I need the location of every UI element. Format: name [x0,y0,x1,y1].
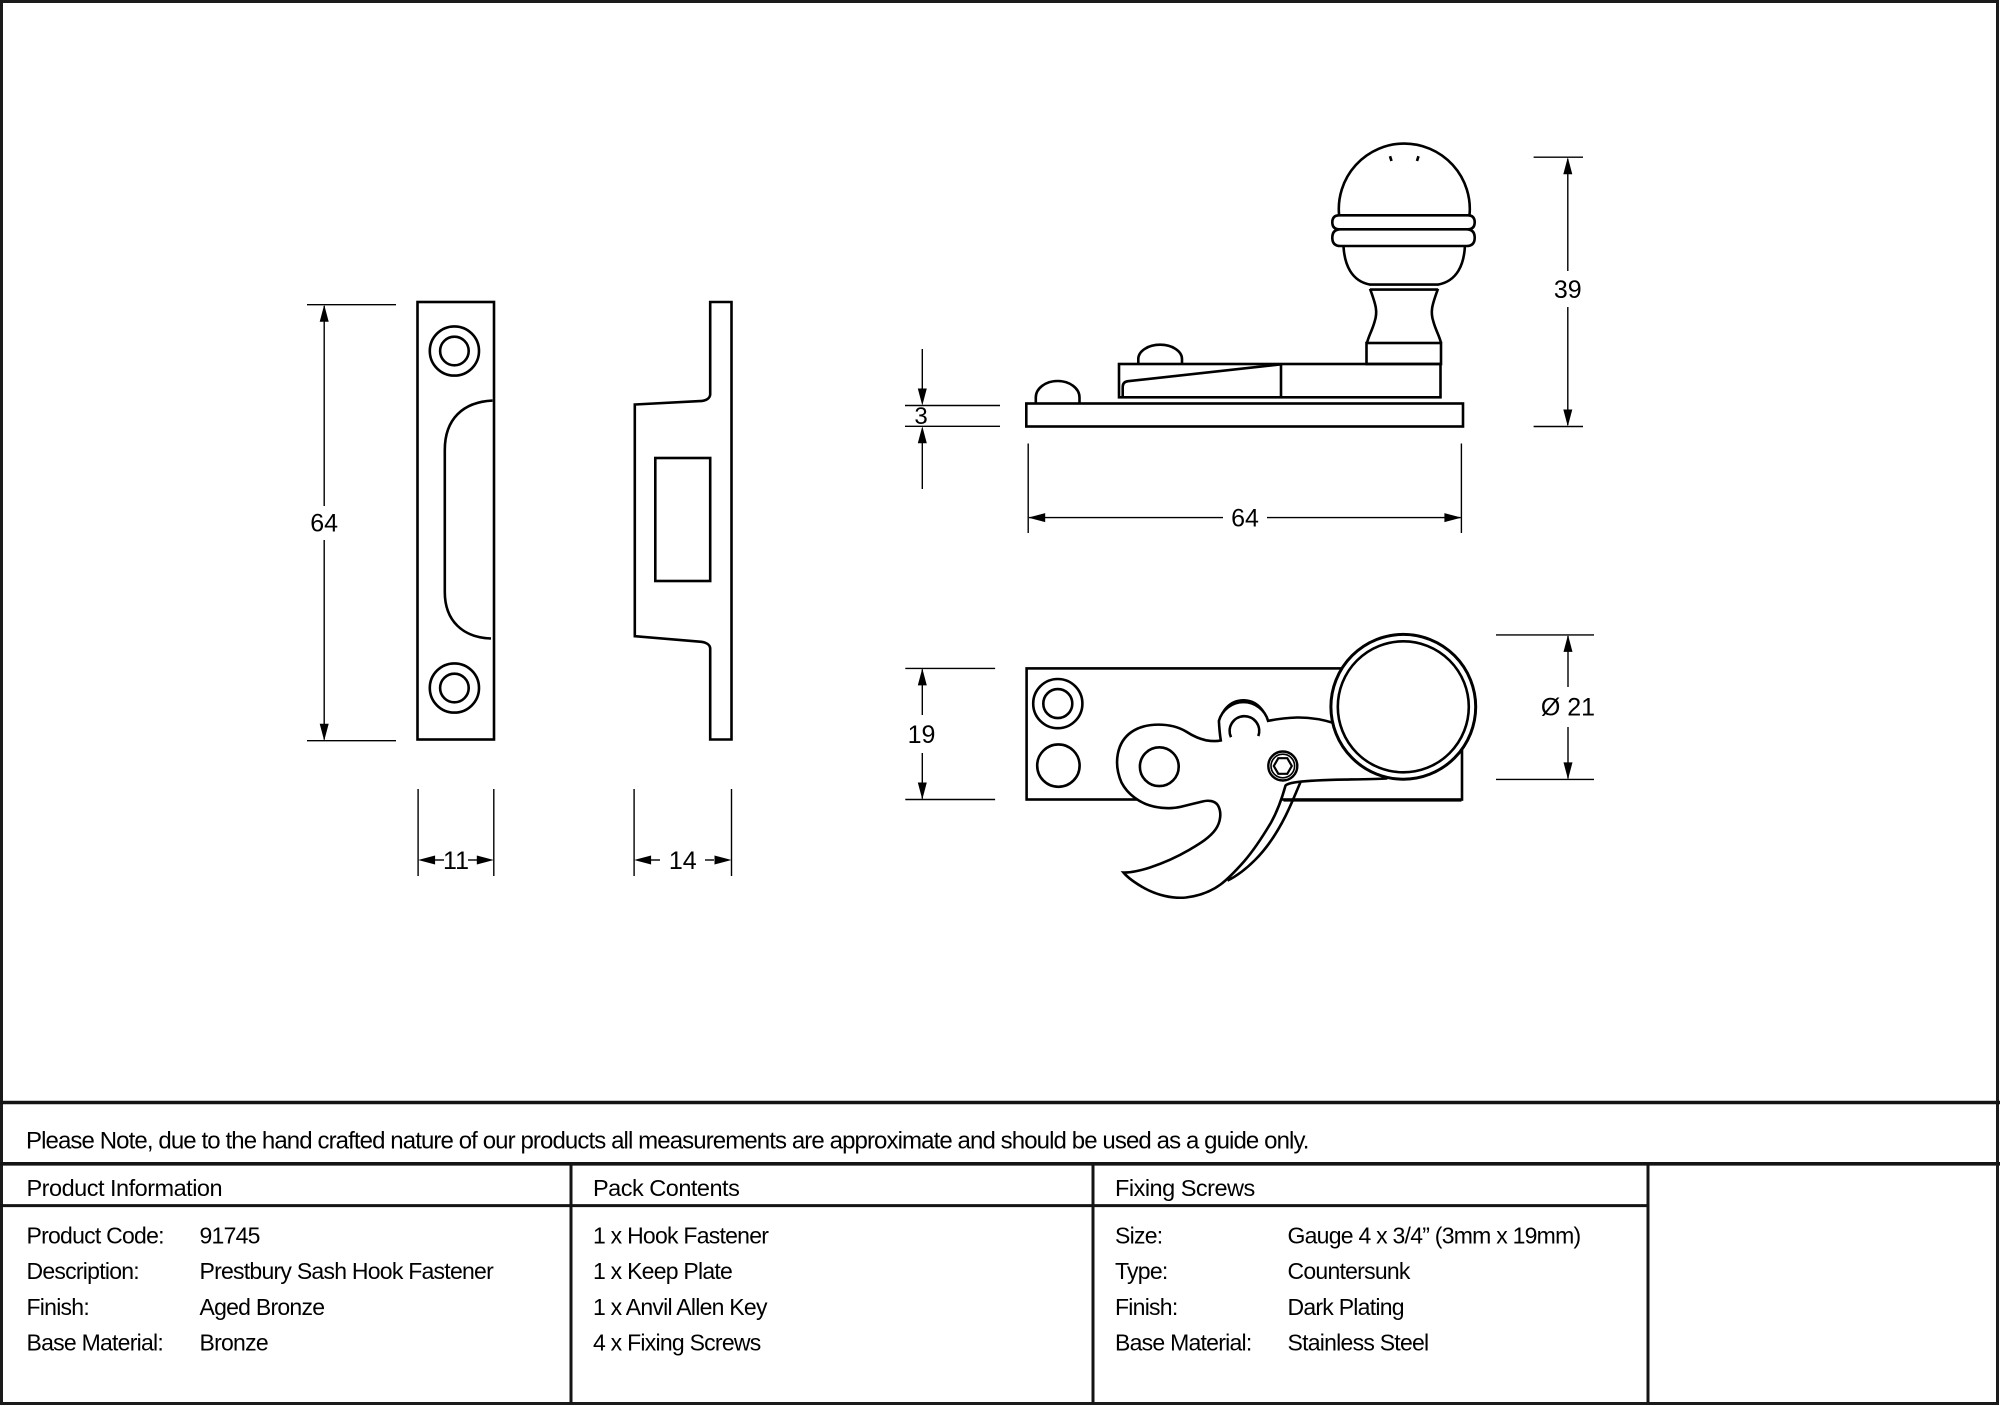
svg-text:14: 14 [669,847,697,875]
svg-text:Aged Bronze: Aged Bronze [200,1294,325,1320]
svg-text:Base Material:: Base Material: [27,1329,164,1355]
svg-text:Fixing Screws: Fixing Screws [1115,1175,1255,1201]
svg-text:Prestbury Sash Hook Fastener: Prestbury Sash Hook Fastener [200,1258,495,1284]
svg-text:Pack Contents: Pack Contents [593,1175,739,1201]
svg-text:Finish:: Finish: [27,1294,90,1320]
svg-text:Type:: Type: [1115,1258,1168,1284]
svg-text:3: 3 [914,403,927,430]
svg-text:4 x Fixing Screws: 4 x Fixing Screws [593,1329,761,1355]
svg-text:Description:: Description: [27,1258,139,1284]
svg-text:19: 19 [908,721,936,749]
svg-text:Product Information: Product Information [27,1175,223,1201]
svg-text:39: 39 [1554,276,1582,304]
svg-text:Size:: Size: [1115,1223,1162,1249]
svg-text:64: 64 [310,510,338,538]
svg-text:Product Code:: Product Code: [27,1223,164,1249]
svg-text:Stainless Steel: Stainless Steel [1288,1329,1429,1355]
svg-text:Bronze: Bronze [200,1329,268,1355]
svg-text:Ø 21: Ø 21 [1541,694,1595,722]
svg-text:1 x Anvil Allen Key: 1 x Anvil Allen Key [593,1294,768,1320]
svg-text:Please Note, due to the hand c: Please Note, due to the hand crafted nat… [26,1128,1309,1155]
svg-text:Finish:: Finish: [1115,1294,1178,1320]
svg-text:11: 11 [443,847,469,875]
svg-text:Countersunk: Countersunk [1288,1258,1411,1284]
svg-text:91745: 91745 [200,1223,260,1249]
svg-text:1 x Keep Plate: 1 x Keep Plate [593,1258,732,1284]
svg-text:Base Material:: Base Material: [1115,1329,1252,1355]
svg-text:64: 64 [1231,505,1259,533]
svg-text:Dark Plating: Dark Plating [1288,1294,1404,1320]
svg-text:1 x Hook Fastener: 1 x Hook Fastener [593,1223,769,1249]
svg-text:Gauge 4 x 3/4” (3mm x 19mm): Gauge 4 x 3/4” (3mm x 19mm) [1288,1223,1581,1249]
